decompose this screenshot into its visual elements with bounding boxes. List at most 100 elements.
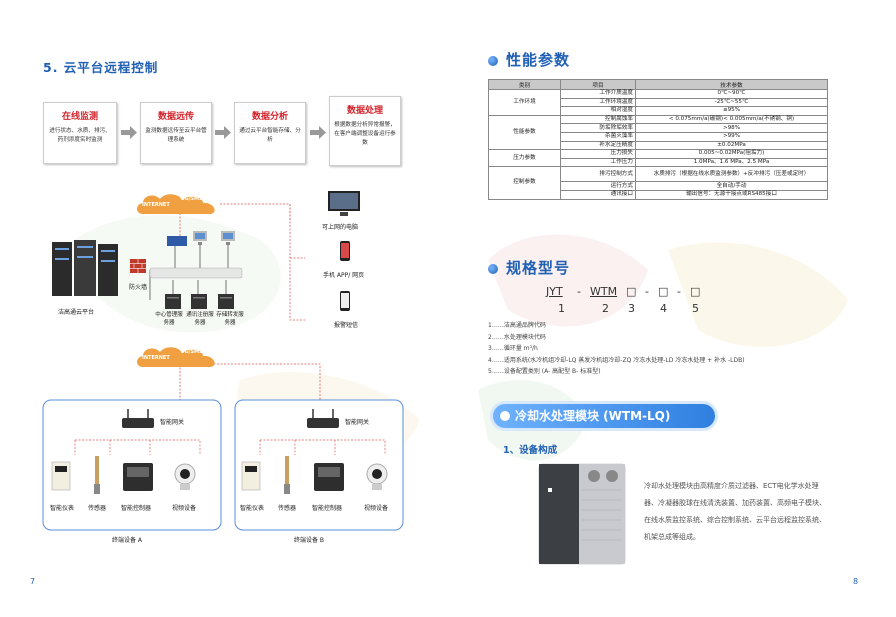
table-value: ±0.02MPa — [635, 140, 828, 151]
water-module-product-image — [538, 463, 626, 565]
sensor-icon — [94, 456, 100, 494]
spec-table: 类别 项目 技术参数 工作环境 工作介质温度 0℃~90℃ 工作环境温度 -25… — [488, 79, 828, 200]
table-item: 排污控制方式 — [560, 166, 636, 183]
arrow-right-icon — [121, 126, 137, 139]
table-value: ≤95% — [635, 106, 828, 116]
model-code-list: 1……洁高通品牌代码 2……水处理模块代码 3……循环量 m³/h 4……适用系… — [488, 320, 745, 378]
flow-step-transmit: 数据远传 监测数据远传至云平台管理系统 — [140, 102, 212, 164]
flow-step-title: 数据分析 — [251, 112, 288, 122]
device-label: 视频设备 — [172, 505, 197, 512]
table-header: 项目 — [560, 79, 636, 90]
list-item: 4……适用系统(水冷机组冷却-LQ 蒸发冷机组冷却-ZQ 冷冻水处理-LD 冷冻… — [488, 356, 745, 364]
flow-step-monitor: 在线监测 进行状态、水质、排污、药剂添度实时监测 — [43, 102, 117, 164]
table-item: 补水定压精度 — [560, 140, 636, 151]
cloud-label: INTERNET — [142, 202, 170, 208]
list-item: 1……洁高通品牌代码 — [488, 322, 546, 329]
module-banner: 冷却水处理模块 (WTM-LQ) — [493, 404, 715, 428]
flow-step-desc: 进行状态、水质、排污、药剂添度实时监测 — [49, 128, 111, 143]
flow-step-title: 数据远传 — [157, 112, 194, 122]
camera-icon — [366, 463, 388, 490]
model-part: - — [577, 285, 581, 298]
model-part: □ — [626, 285, 637, 298]
table-value: 水质排污（根据在线水质监测参数）+反冲排污（压差或定时） — [635, 166, 828, 183]
table-row: 控制参数 排污控制方式 水质排污（根据在线水质监测参数）+反冲排污（压差或定时） — [488, 166, 828, 200]
cloud-icon — [137, 194, 215, 214]
section-title: 5. 云平台远程控制 — [43, 60, 159, 75]
device-label: 智能仪表 — [50, 505, 75, 512]
list-item: 3……循环量 m³/h — [488, 345, 538, 352]
table-row: 性能参数 控制腐蚀率 < 0.075mm/a(碳钢)< 0.005mm/a(不锈… — [488, 114, 828, 151]
monitor-icon — [328, 191, 360, 216]
phone-icon — [340, 291, 350, 311]
meter-icon — [51, 461, 71, 491]
table-category: 控制参数 — [488, 166, 561, 200]
cloud-network-label: 5G/SMS — [181, 349, 203, 355]
bullet-icon — [488, 264, 498, 274]
table-value: -25℃~55℃ — [635, 97, 828, 108]
device-label: 智能仪表 — [240, 505, 265, 512]
table-item: 工作环境温度 — [560, 97, 636, 108]
module-description: 冷却水处理模块由高精度介质过滤器、ECT电化学水处理器、冷凝器胶球在线清洗装置、… — [644, 482, 826, 541]
table-category: 工作环境 — [488, 89, 561, 116]
flow-step-desc: 监测数据远传至云平台管理系统 — [145, 128, 207, 143]
model-part: - — [645, 285, 649, 298]
server-label: 通讯注册服务器 — [186, 312, 214, 326]
meter-icon — [241, 461, 261, 491]
desktop-pc-icon — [193, 231, 207, 245]
table-item: 杀菌灭藻率 — [560, 131, 636, 142]
left-page: 5. 云平台远程控制 在线监测 进行状态、水质、排污、药剂添度实时监测 数据远传… — [30, 60, 420, 586]
right-page: 性能参数 类别 项目 技术参数 工作环境 工作介质温度 0℃~90℃ 工作环境温… — [448, 0, 896, 617]
device-label: 智能控制器 — [121, 505, 152, 512]
table-category: 压力参数 — [488, 149, 561, 168]
model-num: 5 — [692, 302, 699, 315]
subsection-title: 1、设备构成 — [503, 445, 558, 456]
phone-icon — [340, 241, 350, 261]
client-label: 手机 APP/ 网页 — [323, 272, 365, 279]
table-row: 工作环境 工作介质温度 0℃~90℃ — [488, 89, 828, 116]
controller-icon — [123, 463, 153, 491]
arrow-right-icon — [215, 126, 231, 139]
device-label: 传感器 — [88, 505, 107, 512]
firewall-label: 防火墙 — [129, 284, 148, 291]
table-value: 1.0MPa、1.6 MPa、2.5 MPa — [635, 157, 828, 168]
server-icon — [165, 294, 181, 309]
network-switch-icon — [167, 236, 187, 246]
client-label: 可上网的电脑 — [322, 224, 359, 231]
flow-step-desc: 根据数据分析异常报警，在客户端调整设备运行参数 — [334, 122, 396, 146]
cloud-label: INTERNET — [142, 355, 170, 361]
page-number: 8 — [853, 577, 859, 586]
server-icon — [191, 294, 207, 309]
table-header: 类别 — [488, 79, 561, 90]
flow-step-process: 数据处理 根据数据分析异常报警，在客户端调整设备运行参数 — [329, 96, 401, 166]
server-label: 中心管理服务器 — [155, 312, 183, 326]
table-item: 压力损失 — [560, 149, 636, 159]
gateway-label: 智能网关 — [160, 419, 185, 426]
gateway-icon — [307, 409, 339, 428]
terminal-caption: 终端设备 A — [112, 537, 143, 544]
gateway-icon — [122, 409, 154, 428]
server-label: 存储转发服务器 — [216, 312, 244, 326]
table-row: 通讯接口 输出信号：无源干接点或RS485接口 — [489, 189, 828, 200]
bullet-icon — [488, 56, 498, 66]
flow-step-analyze: 数据分析 通过云平台智能存储、分析 — [234, 102, 306, 164]
model-part: □ — [658, 285, 669, 298]
table-value: 0.005~0.02MPa(阻垢力) — [635, 149, 828, 159]
page-number: 7 — [30, 577, 36, 586]
model-num: 2 — [602, 302, 609, 315]
table-value: >99% — [635, 131, 828, 142]
table-item: 控制腐蚀率 — [560, 114, 636, 125]
table-item: 工作压力 — [560, 157, 636, 168]
model-part: □ — [690, 285, 701, 298]
table-value: 0℃~90℃ — [635, 89, 828, 99]
table-header: 技术参数 — [635, 79, 828, 90]
arrow-right-icon — [310, 126, 326, 139]
table-item: 相对湿度 — [560, 106, 636, 116]
table-value: < 0.075mm/a(碳钢)< 0.005mm/a(不锈钢、铜) — [635, 114, 828, 125]
model-num: 1 — [558, 302, 565, 315]
sensor-icon — [284, 456, 290, 494]
desktop-pc-icon — [221, 231, 235, 245]
device-label: 传感器 — [278, 505, 297, 512]
module-banner-label: 冷却水处理模块 (WTM-LQ) — [515, 409, 671, 423]
device-label: 智能控制器 — [312, 505, 343, 512]
cloud-network-label: 5G/SMS — [181, 196, 203, 202]
